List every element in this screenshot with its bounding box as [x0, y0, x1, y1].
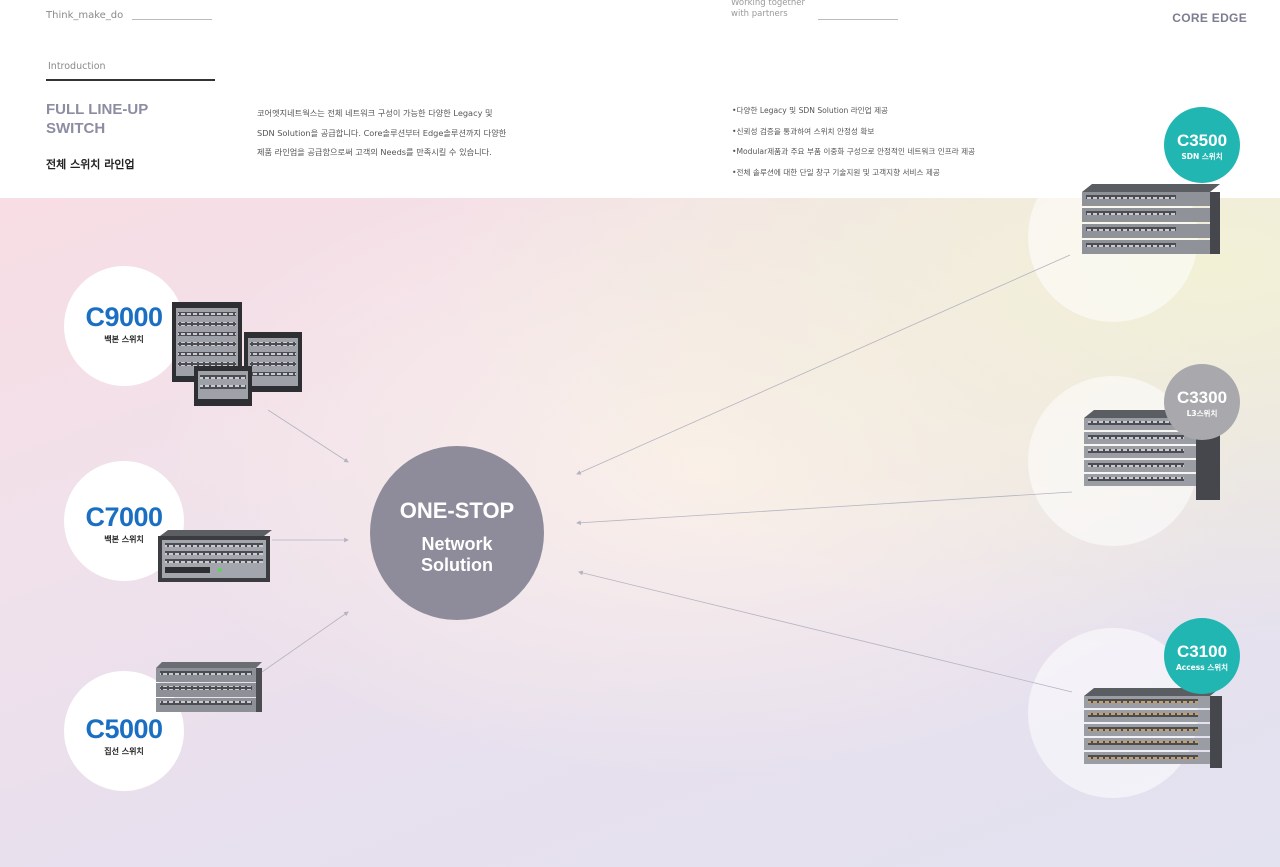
- divider: [818, 19, 898, 20]
- product-code: C9000: [85, 302, 163, 332]
- product-kind: 백본 스위치: [104, 535, 144, 544]
- page-title-line: SWITCH: [46, 120, 106, 137]
- c7000-device-image: [158, 530, 272, 582]
- c9000-device-image: [172, 302, 302, 406]
- partner-note: Working together with partners: [731, 0, 831, 20]
- hub-title: ONE-STOP: [399, 498, 515, 523]
- connector-c3100: [578, 570, 1073, 693]
- product-kind: SDN 스위치: [1181, 152, 1223, 161]
- product-kind: Access 스위치: [1175, 663, 1229, 672]
- feature-item: Modular제품과 주요 부품 이중화 구성으로 안정적인 네트워크 인프라 …: [732, 142, 1052, 163]
- c5000-device-image: [156, 662, 262, 712]
- c3300-badge: C3300 L3스위치: [1164, 364, 1240, 440]
- intro-line: 제품 라인업을 공급함으로써 고객의 Needs를 만족시킬 수 있습니다.: [257, 147, 492, 157]
- c5000-label: C5000 집선 스위치: [64, 714, 184, 757]
- page-title: FULL LINE-UP SWITCH: [46, 100, 216, 138]
- feature-item: 신뢰성 검증을 통과하여 스위치 안정성 확보: [732, 122, 1052, 143]
- section-rule: [46, 79, 215, 81]
- c3100-device-image: [1084, 688, 1222, 768]
- partner-note-line: Working together: [731, 0, 805, 8]
- page-title-line: FULL LINE-UP: [46, 101, 149, 118]
- product-code: C5000: [85, 714, 163, 744]
- product-kind: L3스위치: [1186, 409, 1218, 418]
- product-code: C3100: [1176, 642, 1228, 661]
- c3500-device-image: [1082, 184, 1220, 254]
- intro-paragraph: 코어엣지네트웍스는 전체 네트워크 구성이 가능한 다양한 Legacy 및 S…: [257, 104, 577, 163]
- connector-c5000: [261, 611, 349, 673]
- intro-line: 코어엣지네트웍스는 전체 네트워크 구성이 가능한 다양한 Legacy 및: [257, 108, 493, 118]
- brand-slogan: Think_make_do: [46, 10, 124, 21]
- feature-item: 다양한 Legacy 및 SDN Solution 라인업 제공: [732, 101, 1052, 122]
- hub-line: Network: [421, 534, 493, 554]
- one-stop-hub: ONE-STOP Network Solution: [370, 446, 544, 620]
- c9000-label: C9000 백본 스위치: [64, 302, 184, 345]
- product-kind: 백본 스위치: [104, 335, 144, 344]
- c3500-badge: C3500 SDN 스위치: [1164, 107, 1240, 183]
- connector-c3500: [576, 254, 1071, 475]
- feature-item: 전체 솔루션에 대한 단일 창구 기술지원 및 고객지향 서비스 제공: [732, 163, 1052, 184]
- partner-note-line: with partners: [731, 9, 788, 19]
- section-label: Introduction: [48, 61, 106, 72]
- product-code: C3300: [1176, 388, 1228, 407]
- product-kind: 집선 스위치: [104, 747, 144, 756]
- c3100-badge: C3100 Access 스위치: [1164, 618, 1240, 694]
- divider: [132, 19, 212, 20]
- company-name: CORE EDGE: [1172, 11, 1247, 25]
- hub-line: Solution: [421, 555, 493, 575]
- connector-c3300: [576, 491, 1073, 526]
- product-code: C3500: [1176, 131, 1228, 150]
- feature-list: 다양한 Legacy 및 SDN Solution 라인업 제공 신뢰성 검증을…: [732, 101, 1052, 183]
- product-circle: [64, 266, 184, 386]
- intro-line: SDN Solution을 공급합니다. Core솔루션부터 Edge솔루션까지…: [257, 127, 507, 138]
- c7000-label: C7000 백본 스위치: [64, 502, 184, 545]
- connector-c9000: [267, 409, 349, 463]
- page-subtitle: 전체 스위치 라인업: [46, 158, 135, 171]
- product-code: C7000: [85, 502, 163, 532]
